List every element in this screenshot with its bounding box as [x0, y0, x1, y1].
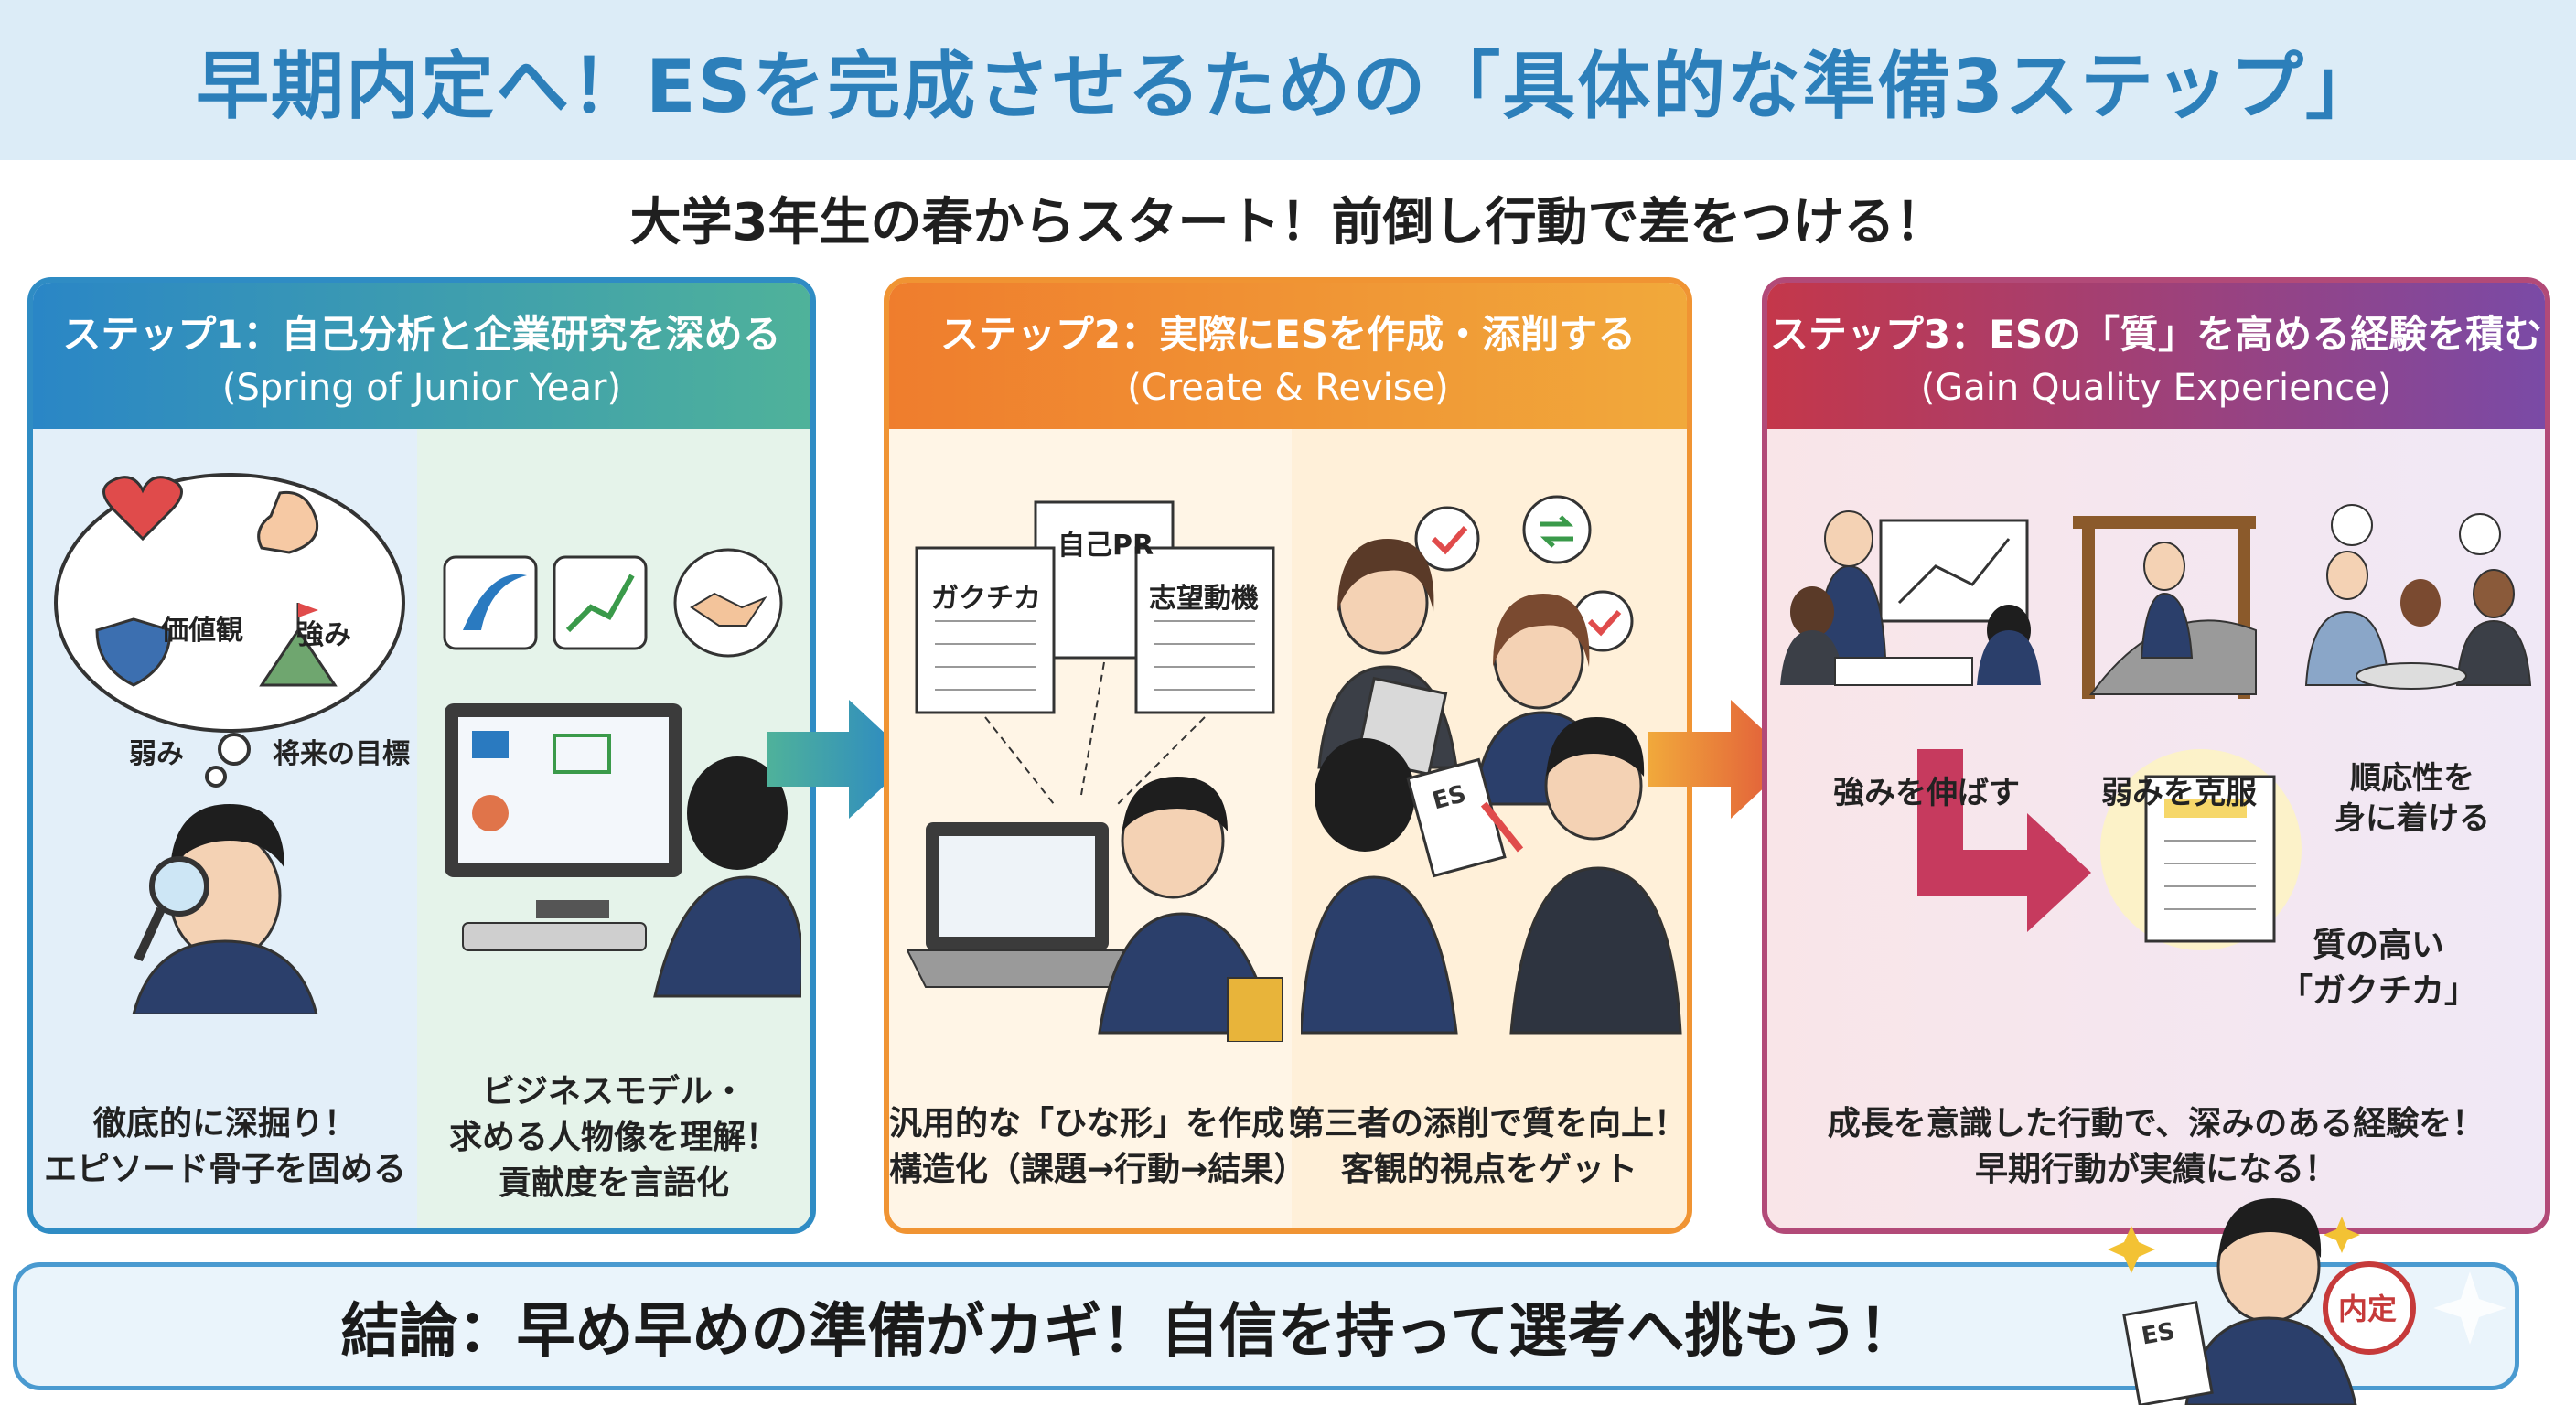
- step1-caption-right-line2: 求める人物像を理解！: [448, 1119, 778, 1156]
- doc-label-motivation: 志望動機: [1149, 583, 1259, 615]
- quality-gakuchika-label: 質の高い 「ガクチカ」: [2280, 923, 2477, 1014]
- conclusion-bar: 結論：早め早めの準備がカギ！自信を持って選考へ挑もう！: [13, 1262, 2519, 1390]
- step1-caption-right-line3: 貢献度を言語化: [498, 1164, 729, 1202]
- step2-caption-right: 第三者の添削で質を向上！ 客観的視点をゲット: [1292, 1101, 1687, 1193]
- experience-label-adaptability: 順応性を 身に着ける: [2334, 760, 2490, 837]
- sparkle-watermark-icon: [2433, 1271, 2506, 1345]
- mountain-icon: [259, 627, 338, 687]
- company-research-illustration: [443, 548, 801, 998]
- document-icon: [1134, 546, 1275, 714]
- growth-chart-icon: [553, 555, 648, 650]
- step3-english: (Gain Quality Experience): [1920, 366, 2392, 409]
- self-analysis-illustration: [54, 473, 405, 1014]
- doc-label-gakuchika: ガクチカ: [931, 583, 1041, 615]
- step2-caption-right-line2: 客観的視点をゲット: [1340, 1151, 1637, 1188]
- document-icon: [915, 546, 1056, 714]
- step3-panel: ステップ3：ESの「質」を高める経験を積む (Gain Quality Expe…: [1762, 277, 2550, 1234]
- step1-title: ステップ1：自己分析と企業研究を深める: [62, 311, 781, 357]
- subtitle: 大学3年生の春からスタート！前倒し行動で差をつける！: [629, 193, 1947, 252]
- step2-english: (Create & Revise): [1127, 366, 1449, 409]
- stamp-label: 内定: [2338, 1292, 2397, 1326]
- l-arrow-icon: [1917, 749, 2091, 932]
- step1-caption-left-line2: エピソード骨子を固める: [43, 1151, 406, 1188]
- speech-bubble-icon: [2459, 513, 2501, 555]
- magnifier-icon: [149, 856, 209, 917]
- experience-illustration: [1780, 504, 2532, 950]
- climbing-bar-icon: [2073, 516, 2256, 529]
- es-paper-icon: [2122, 1301, 2214, 1405]
- experience-label-strength: 強みを伸ばす: [1833, 775, 2020, 811]
- sparkle-icon: [2324, 1217, 2360, 1253]
- speech-bubble-icon: [2331, 504, 2373, 546]
- step1-english: (Spring of Junior Year): [221, 366, 622, 409]
- label-strength: 強み: [296, 619, 351, 651]
- step1-caption-left: 徹底的に深掘り！ エピソード骨子を固める: [33, 1101, 417, 1193]
- muscle-icon: [257, 490, 319, 554]
- arrow-step2-to-step3: [1648, 700, 1795, 819]
- step3-caption: 成長を意識した行動で、深みのある経験を！ 早期行動が実績になる！: [1767, 1101, 2545, 1193]
- step1-caption-right-line1: ビジネスモデル・: [481, 1073, 746, 1110]
- es-review-illustration: ES: [1301, 495, 1682, 1035]
- conclusion-text: 結論：早め早めの準備がカギ！自信を持って選考へ挑もう！: [340, 1298, 1917, 1366]
- sparkle-icon: [2108, 1226, 2155, 1273]
- main-title: 早期内定へ！ESを完成させるための「具体的な準備3ステップ」: [196, 43, 2380, 129]
- step2-caption-left-line1: 汎用的な「ひな形」を作成！: [889, 1105, 1318, 1142]
- label-weakness: 弱み: [129, 738, 184, 770]
- label-values: 価値観: [161, 615, 243, 647]
- keyboard-icon: [462, 922, 647, 951]
- step2-title: ステップ2：実際にESを作成・添削する: [939, 311, 1637, 357]
- step1-caption-right: ビジネスモデル・ 求める人物像を理解！ 貢献度を言語化: [417, 1069, 810, 1207]
- doc-label-self-pr: 自己PR: [1057, 530, 1154, 562]
- step3-caption-line1: 成長を意識した行動で、深みのある経験を！: [1827, 1105, 2485, 1142]
- exchange-bubble-icon: [1522, 495, 1592, 564]
- celebrating-student-illustration: ES 内定: [2108, 1198, 2416, 1405]
- title-band: 早期内定へ！ESを完成させるための「具体的な準備3ステップ」: [0, 0, 2576, 160]
- step2-caption-left: 汎用的な「ひな形」を作成！ 構造化（課題→行動→結果）: [889, 1101, 1318, 1193]
- step1-header: ステップ1：自己分析と企業研究を深める (Spring of Junior Ye…: [33, 283, 810, 429]
- heart-icon: [102, 476, 183, 542]
- check-bubble-icon: [1414, 506, 1480, 572]
- step3-title: ステップ3：ESの「質」を高める経験を積む: [1769, 311, 2543, 357]
- step2-header: ステップ2：実際にESを作成・添削する (Create & Revise): [889, 283, 1687, 429]
- step3-caption-line2: 早期行動が実績になる！: [1974, 1151, 2337, 1188]
- es-drafting-illustration: [907, 500, 1283, 1042]
- quality-label-line2: 「ガクチカ」: [2280, 972, 2478, 1010]
- step1-panel: ステップ1：自己分析と企業研究を深める (Spring of Junior Ye…: [27, 277, 816, 1234]
- step2-caption-left-line2: 構造化（課題→行動→結果）: [889, 1151, 1307, 1188]
- step1-caption-left-line1: 徹底的に深掘り！: [92, 1105, 357, 1142]
- label-future-goal: 将来の目標: [273, 738, 410, 770]
- experience-label-weakness: 弱みを克服: [2101, 775, 2257, 811]
- shield-icon: [95, 617, 172, 687]
- arrow-step1-to-step2: [767, 700, 913, 819]
- badge-es-label: ES: [2140, 1318, 2177, 1351]
- step2-caption-right-line1: 第三者の添削で質を向上！: [1292, 1105, 1688, 1142]
- naitei-stamp-icon: [2323, 1261, 2416, 1355]
- step2-panel: ステップ2：実際にESを作成・添削する (Create & Revise) 自己…: [884, 277, 1692, 1234]
- step3-header: ステップ3：ESの「質」を高める経験を積む (Gain Quality Expe…: [1767, 283, 2545, 429]
- whiteboard-icon: [1879, 519, 2029, 623]
- quality-label-line1: 質の高い: [2313, 927, 2445, 964]
